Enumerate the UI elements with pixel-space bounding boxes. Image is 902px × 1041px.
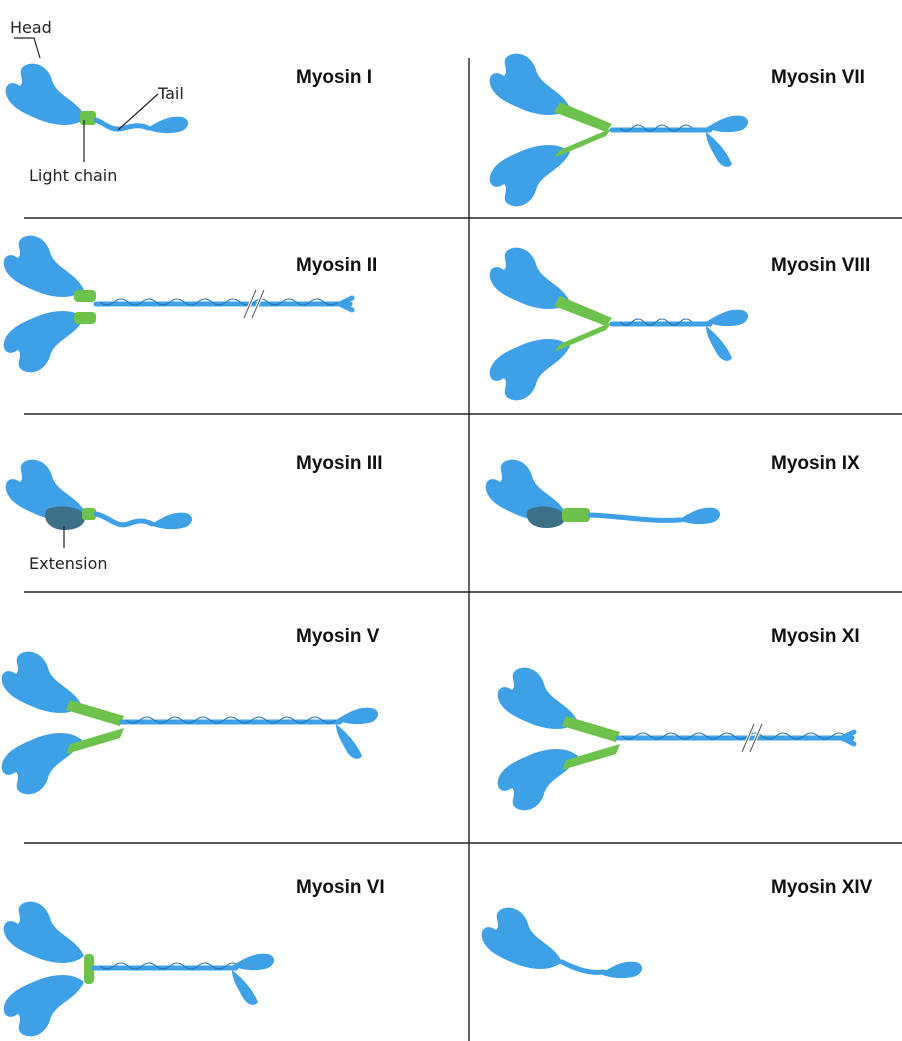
callout-light-chain: Light chain — [29, 166, 117, 185]
myosin-viii-molecule — [490, 248, 748, 401]
panel-title-myosin-iii: Myosin III — [296, 453, 383, 474]
panel-title-myosin-vii: Myosin VII — [771, 67, 865, 88]
panel-title-myosin-viii: Myosin VIII — [771, 255, 870, 276]
callout-tail: Tail — [157, 84, 184, 103]
panel-title-myosin-xi: Myosin XI — [771, 626, 860, 647]
callout-head-leader — [14, 38, 40, 58]
callout-extension: Extension — [29, 554, 108, 573]
myosin-vii-molecule — [490, 54, 748, 207]
panel-title-myosin-ii: Myosin II — [296, 255, 377, 276]
myosin-vi-molecule — [4, 902, 274, 1037]
myosin-ix-molecule — [486, 460, 720, 528]
myosin-xiv-molecule — [482, 908, 642, 978]
panel-title-myosin-i: Myosin I — [296, 67, 372, 88]
panel-title-myosin-ix: Myosin IX — [771, 453, 860, 474]
myosin-v-molecule — [2, 652, 378, 795]
panel-title-myosin-v: Myosin V — [296, 626, 380, 647]
callout-head: Head — [10, 18, 52, 37]
myosin-xi-molecule — [498, 668, 854, 811]
panel-title-myosin-vi: Myosin VI — [296, 877, 385, 898]
myosin-iii-molecule — [6, 460, 192, 530]
panel-title-myosin-xiv: Myosin XIV — [771, 877, 873, 898]
